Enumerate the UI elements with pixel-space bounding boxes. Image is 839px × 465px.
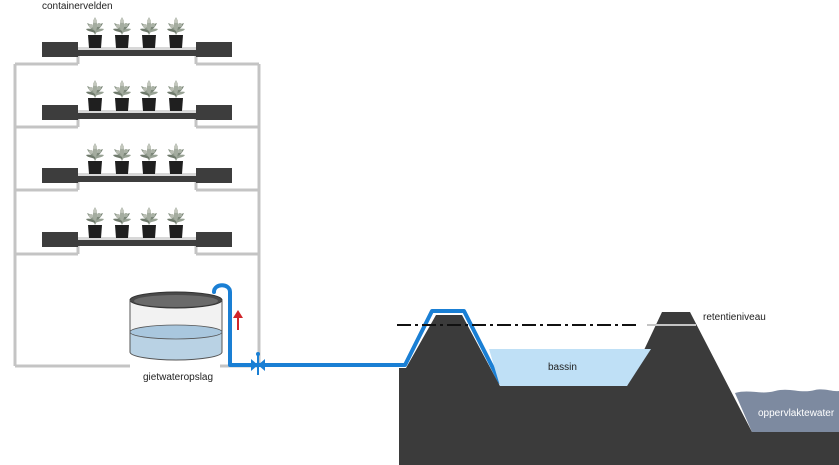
tray-surface bbox=[78, 173, 196, 176]
tray-bed bbox=[78, 176, 196, 182]
potted-plant-icon bbox=[86, 17, 104, 48]
potted-plant-icon bbox=[167, 143, 185, 174]
potted-plant-icon bbox=[140, 80, 158, 111]
tray-surface bbox=[78, 237, 196, 240]
tray-surface bbox=[78, 110, 196, 113]
rack-frame bbox=[13, 56, 261, 368]
tray-bed bbox=[78, 50, 196, 56]
potted-plant-icon bbox=[113, 80, 131, 111]
container-field-shelf-3 bbox=[42, 168, 232, 183]
arrow-up-icon bbox=[233, 310, 243, 330]
potted-plant-icon bbox=[140, 207, 158, 238]
tray-block-left bbox=[42, 42, 78, 57]
tray-block-right bbox=[196, 168, 232, 183]
potted-plant-icon bbox=[140, 143, 158, 174]
ground-cross-section bbox=[399, 312, 839, 465]
potted-plant-icon bbox=[140, 17, 158, 48]
potted-plant-icon bbox=[86, 143, 104, 174]
container-field-shelf-1 bbox=[42, 42, 232, 57]
potted-plant-icon bbox=[167, 207, 185, 238]
label-retentieniveau: retentieniveau bbox=[703, 312, 766, 323]
potted-plant-icon bbox=[113, 143, 131, 174]
tray-surface bbox=[78, 47, 196, 50]
tray-block-right bbox=[196, 232, 232, 247]
tray-block-left bbox=[42, 232, 78, 247]
label-containervelden: containervelden bbox=[42, 1, 113, 12]
water-pipe bbox=[212, 283, 502, 384]
label-bassin: bassin bbox=[548, 362, 577, 373]
potted-plant-icon bbox=[167, 17, 185, 48]
tray-block-left bbox=[42, 105, 78, 120]
container-field-shelf-4 bbox=[42, 232, 232, 247]
basin-water bbox=[489, 349, 651, 386]
tray-block-right bbox=[196, 105, 232, 120]
potted-plant-icon bbox=[113, 207, 131, 238]
potted-plant-icon bbox=[167, 80, 185, 111]
potted-plant-icon bbox=[86, 207, 104, 238]
tray-bed bbox=[78, 113, 196, 119]
tray-block-right bbox=[196, 42, 232, 57]
potted-plant-icon bbox=[86, 80, 104, 111]
surface-water bbox=[735, 389, 839, 432]
valve-icon bbox=[251, 352, 265, 375]
tray-block-left bbox=[42, 168, 78, 183]
label-gietwateropslag: gietwateropslag bbox=[143, 372, 214, 383]
container-field-shelf-2 bbox=[42, 105, 232, 120]
tray-bed bbox=[78, 240, 196, 246]
potted-plant-icon bbox=[113, 17, 131, 48]
water-tank-icon bbox=[129, 291, 223, 361]
label-oppervlaktewater: oppervlaktewater bbox=[758, 408, 835, 419]
